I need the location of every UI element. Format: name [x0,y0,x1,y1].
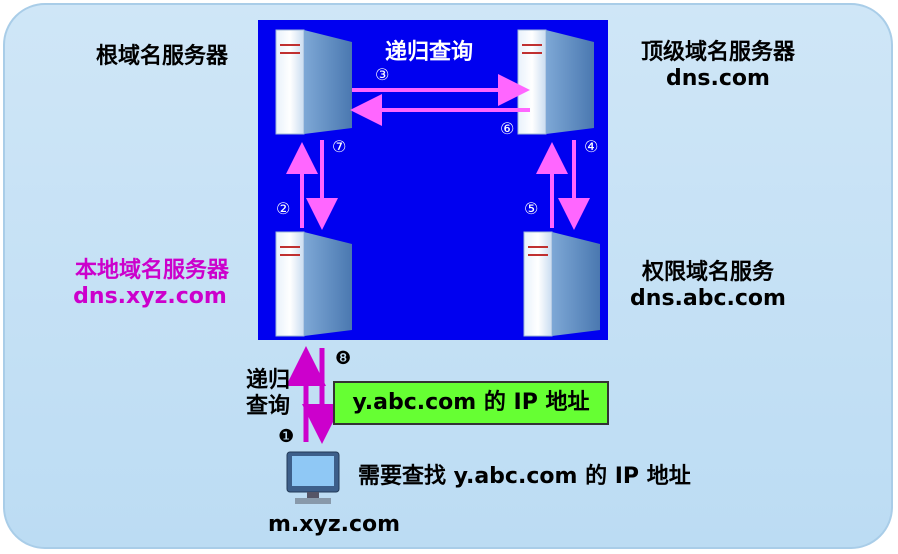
local-server-domain: dns.xyz.com [73,284,227,309]
tld-server-domain: dns.com [666,66,770,91]
client-computer-icon [286,451,340,504]
auth-server-icon [523,231,600,337]
step-5-label: ⑤ [524,199,538,218]
local-server-label: 本地域名服务器 dns.xyz.com [62,258,242,310]
step-2-label: ② [276,199,290,218]
tld-server-icon [517,29,594,135]
local-server-icon [275,231,352,337]
step-8-label: ❽ [335,348,351,369]
step-7-label: ⑦ [332,137,346,156]
query-label-line2: 查询 [246,394,291,419]
tld-server-name: 顶级域名服务器 [640,40,795,65]
client-host: m.xyz.com [268,512,401,537]
root-server-label: 根域名服务器 [96,44,229,69]
client-caption: 需要查找 y.abc.com 的 IP 地址 [358,464,691,489]
root-server-icon [275,29,352,135]
step-1-label: ❶ [278,426,294,447]
answer-box: y.abc.com 的 IP 地址 [333,381,609,425]
auth-server-label: 权限域名服务 dns.abc.com [628,260,788,312]
step-3-label: ③ [375,65,389,84]
tld-server-label: 顶级域名服务器 dns.com [628,40,808,92]
diagram-title: 递归查询 [385,40,474,65]
step-6-label: ⑥ [500,119,514,138]
auth-server-name: 权限域名服务 [641,260,774,285]
step-4-label: ④ [584,137,598,156]
auth-server-domain: dns.abc.com [630,286,786,311]
local-server-name: 本地域名服务器 [74,258,229,283]
query-label-line1: 递归 [246,368,291,393]
